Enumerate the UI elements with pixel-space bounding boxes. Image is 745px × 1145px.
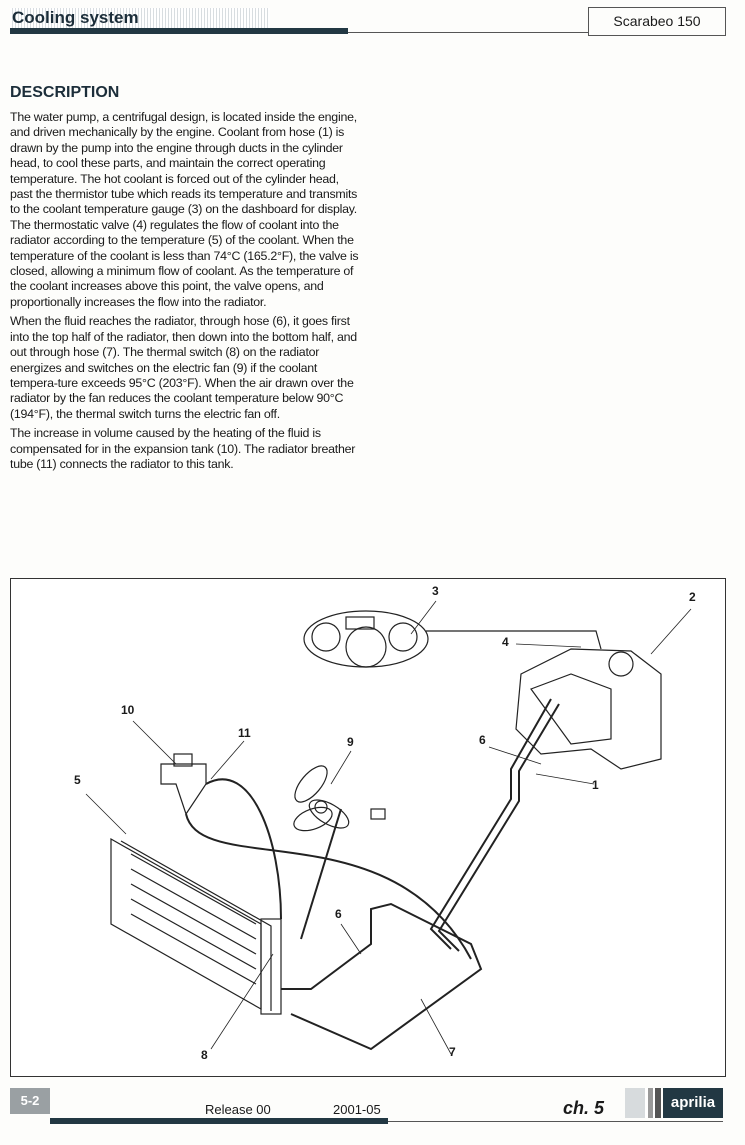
release-label: Release 00 <box>205 1102 271 1117</box>
section-title: Cooling system <box>10 8 270 28</box>
sensor-cable <box>426 630 602 650</box>
section-heading: DESCRIPTION <box>10 84 120 101</box>
callout-4: 4 <box>502 635 509 649</box>
footer-bar <box>50 1118 388 1124</box>
dashboard-gauges <box>303 610 429 668</box>
callout-3: 3 <box>432 584 439 598</box>
footer-rule <box>388 1121 723 1122</box>
callout-11: 11 <box>238 726 251 740</box>
callout-5: 5 <box>74 773 81 787</box>
header-bar <box>10 28 348 34</box>
hoses <box>185 698 560 1051</box>
paragraph: When the fluid reaches the radiator, thr… <box>10 314 357 421</box>
paragraph: The increase in volume caused by the hea… <box>10 426 356 471</box>
engine <box>515 648 662 770</box>
footer-stripes <box>625 1088 661 1118</box>
expansion-tank <box>160 753 207 816</box>
callout-2: 2 <box>689 590 696 604</box>
diagram-drawing <box>85 600 692 1055</box>
chapter-label: ch. 5 <box>563 1098 605 1118</box>
header-rule <box>348 32 588 33</box>
callout-10: 10 <box>121 703 135 717</box>
callout-9: 9 <box>347 735 354 749</box>
description-text: The water pump, a centrifugal design, is… <box>10 110 362 476</box>
electric-fan <box>293 765 386 832</box>
page-number: 5-2 <box>10 1088 50 1114</box>
release-date: 2001-05 <box>333 1102 381 1117</box>
paragraph: The water pump, a centrifugal design, is… <box>10 110 359 309</box>
callout-6: 6 <box>479 733 486 747</box>
callout-8: 8 <box>201 1048 208 1062</box>
callout-7: 7 <box>449 1045 456 1059</box>
callout-6b: 6 <box>335 907 342 921</box>
model-box: Scarabeo 150 <box>588 7 726 36</box>
callout-1: 1 <box>592 778 599 792</box>
cooling-system-diagram: 3 2 4 10 11 9 6 1 5 6 8 7 <box>10 578 726 1077</box>
radiator <box>110 837 282 1015</box>
brand-logo: aprilia <box>663 1088 723 1118</box>
leader-lines <box>85 600 692 1055</box>
